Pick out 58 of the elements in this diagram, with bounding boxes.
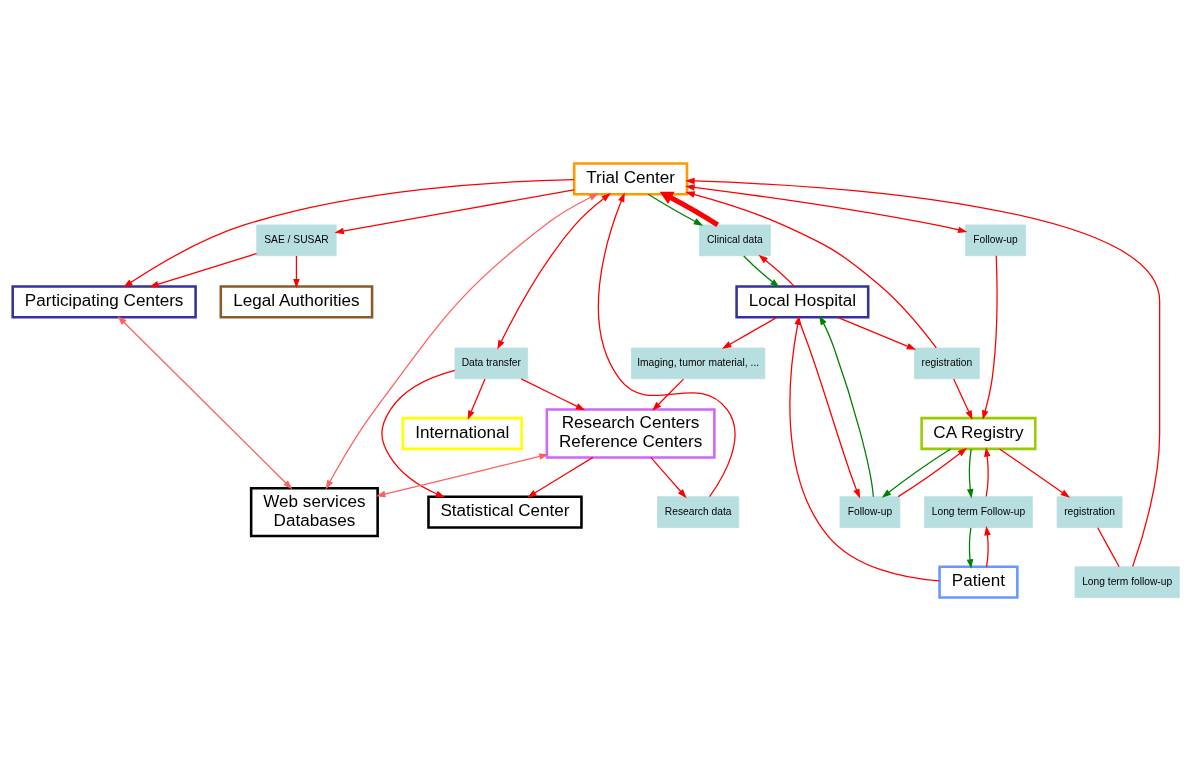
node-box: Patient [938,565,1019,599]
node-box: Statistical Center [427,494,583,529]
connector [1097,526,1120,567]
arrow [467,377,486,420]
arrow [819,315,874,497]
arrow [293,254,300,288]
node-box: CA Registry [920,416,1037,450]
arrow [685,183,968,233]
arrow [381,369,456,497]
arrow [743,254,780,288]
arrow [984,446,991,497]
arrow [117,315,293,489]
node-box: Trial Center [572,161,689,195]
node-box: registration [913,347,980,379]
node-box: Follow-up [839,495,901,528]
arrow [325,192,599,489]
arrow [797,316,861,498]
arrow [376,452,549,497]
node-box: Research data [657,495,740,528]
node-box: Long term follow-up [1074,565,1180,598]
arrow [789,314,940,582]
arrow [527,456,594,498]
arrow [722,316,778,349]
node-box: Long term Follow-up [924,495,1033,528]
node-box: registration [1056,495,1123,528]
node-box: Research Centers Reference Centers [545,407,716,459]
arrow [758,254,795,287]
node-box: Local Hospital [735,284,870,319]
arrow [520,377,586,410]
arrow [984,525,991,567]
arrow [149,252,258,287]
arrow [837,316,917,350]
arrow [982,254,998,420]
arrow [647,193,704,226]
arrow [659,191,720,227]
node-box: Legal Authorities [219,284,374,319]
arrow [123,178,575,288]
node-box: Participating Centers [11,284,197,319]
arrow [897,447,968,497]
arrow [999,447,1071,498]
node-box: Clinical data [699,224,771,256]
arrow [953,377,973,420]
arrow [334,188,575,234]
node-box: Follow-up [965,224,1026,256]
node-box: International [401,416,523,450]
arrow [685,177,1161,567]
arrow [650,456,687,498]
arrow [881,447,952,498]
arrow [966,526,974,569]
arrow [685,190,937,349]
arrow [966,448,974,498]
node-box: SAE / SUSAR [256,224,337,256]
node-box: Imaging, tumor material, ... [631,347,766,379]
node-box: Web services Databases [249,486,379,537]
arrow [497,192,611,350]
arrow [597,191,736,497]
node-box: Data transfer [454,347,529,379]
arrow [652,377,685,411]
